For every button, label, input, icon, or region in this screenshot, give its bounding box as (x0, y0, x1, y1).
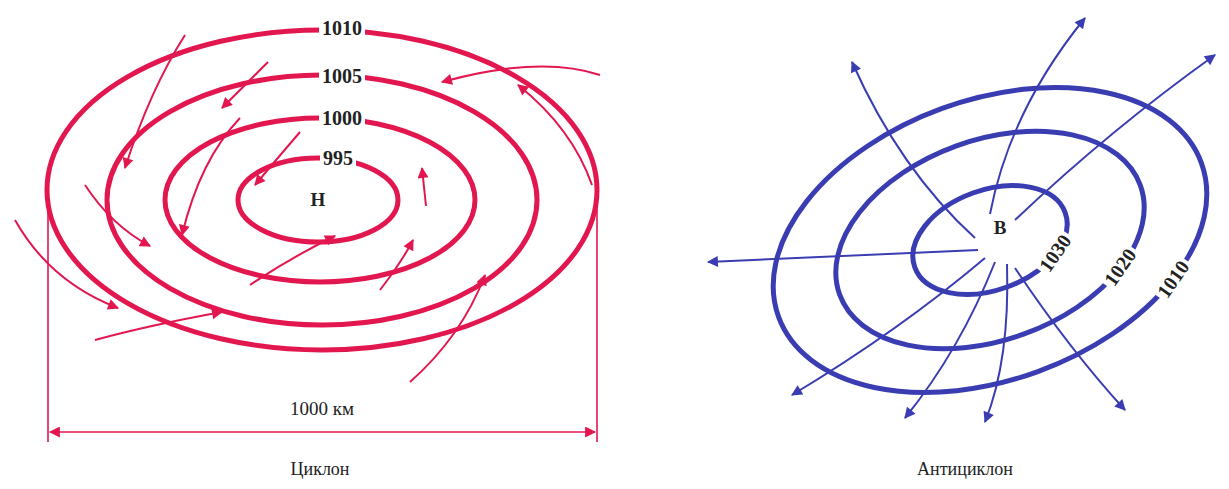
caption: Циклон (288, 460, 353, 480)
wind-arrow (708, 250, 978, 262)
wind-arrow (905, 262, 995, 418)
pressure-center: В (991, 218, 1010, 239)
wind-arrow (985, 264, 1007, 422)
extension-line (596, 190, 598, 442)
isobar-value: 995 (320, 147, 356, 169)
isobar (731, 31, 1229, 448)
isobar-value: 1020 (1098, 242, 1142, 292)
isobar (47, 30, 597, 350)
wind-arrow (380, 240, 413, 290)
dimension-label: 1000 км (287, 399, 357, 420)
isobar-value: 1010 (1151, 254, 1195, 304)
anticyclone-isobars (731, 31, 1229, 448)
isobar-value: 1000 (319, 107, 365, 129)
wind-arrow (990, 18, 1085, 214)
isobar (805, 91, 1174, 388)
isobar-value: 1030 (1033, 228, 1077, 278)
wind-arrow (222, 62, 268, 108)
wind-arrow (852, 62, 975, 238)
isobar-value: 1010 (319, 17, 365, 39)
wind-arrow (255, 132, 300, 185)
cyclone-winds (15, 35, 600, 382)
wind-arrow (1015, 268, 1125, 410)
extension-line (47, 205, 49, 442)
cyclone-isobars (47, 30, 597, 350)
wind-arrow (1015, 55, 1215, 220)
dimension-arrow (50, 431, 595, 433)
isobar (107, 75, 537, 325)
wind-arrow (792, 258, 985, 395)
wind-arrow (125, 35, 185, 168)
dimension-line (48, 190, 597, 442)
wind-arrow (250, 236, 335, 285)
caption: Антициклон (914, 460, 1016, 480)
isobar (238, 158, 398, 242)
wind-arrow (95, 312, 222, 340)
wind-arrow (15, 220, 118, 308)
isobar (165, 118, 475, 282)
wind-arrow (85, 185, 150, 246)
isobar (898, 166, 1083, 315)
wind-arrow (442, 66, 600, 82)
wind-arrow (518, 85, 592, 185)
wind-arrow (410, 275, 485, 382)
wind-arrow (182, 118, 240, 235)
pressure-center: Н (308, 190, 329, 211)
anticyclone-winds (708, 18, 1215, 422)
wind-arrow (422, 168, 426, 206)
isobar-value: 1005 (319, 65, 365, 87)
